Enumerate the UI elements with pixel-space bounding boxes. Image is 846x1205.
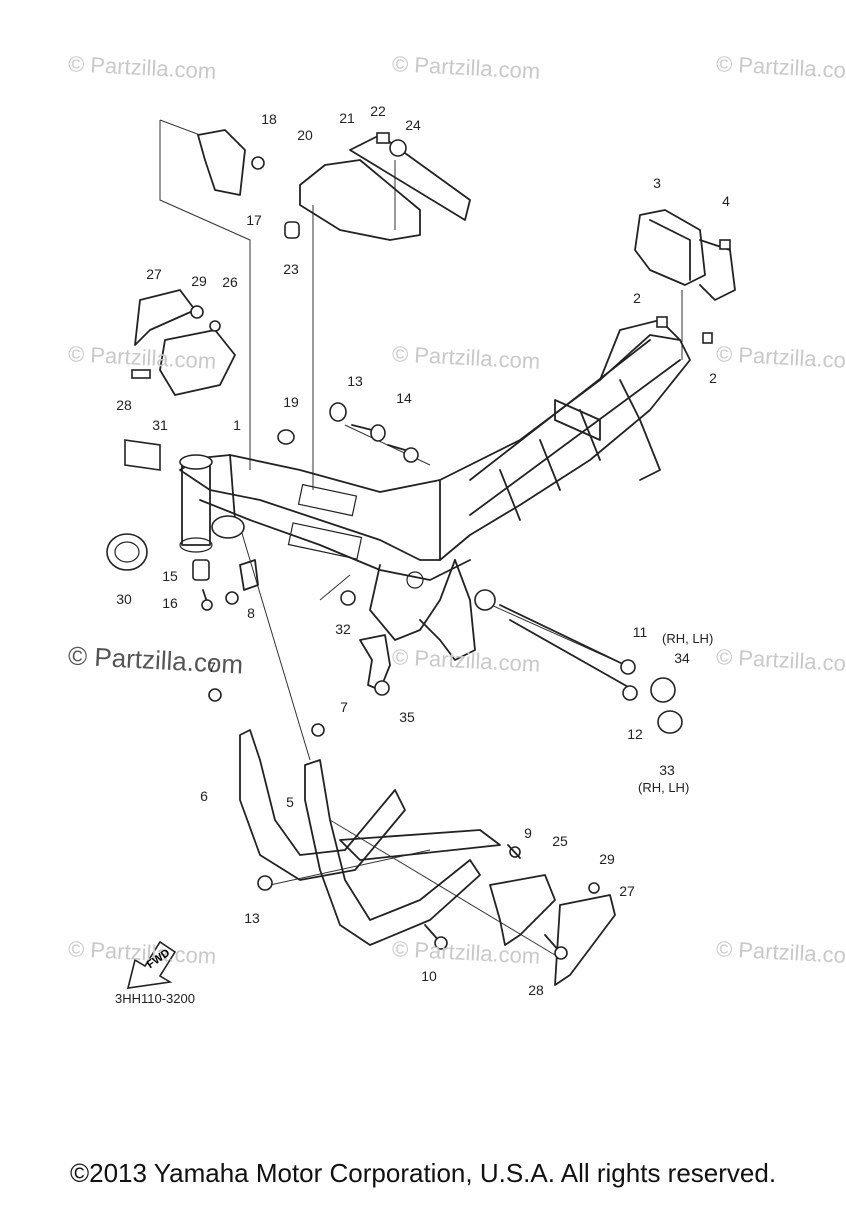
fwd-arrow-icon [126,940,177,989]
callout-number: 29 [599,851,615,867]
callout-number: 23 [283,261,299,277]
callout-number: 16 [162,595,178,611]
upper-cover [284,132,471,241]
callout-number: 9 [524,825,532,841]
callout-number: 7 [208,659,216,675]
callout-number: 31 [152,417,168,433]
callout-number: 19 [283,394,299,410]
rh-lh-note: (RH, LH) [662,631,714,646]
callout-number: 17 [246,212,262,228]
callout-number: 2 [633,290,641,306]
callout-number: 20 [297,127,313,143]
callout-number: 35 [399,709,415,725]
callout-number: 3 [653,175,661,191]
copyright-notice: ©2013 Yamaha Motor Corporation, U.S.A. A… [69,1158,777,1188]
callout-number: 13 [347,373,363,389]
callout-number: 5 [286,794,294,810]
callout-number: 34 [674,650,690,666]
callout-number: 11 [632,624,648,640]
callout-number: 10 [421,968,437,984]
callout-number: 12 [627,726,643,742]
right-footrest-bracket [424,844,616,986]
diagram-code: 3HH110-3200 [115,991,195,1006]
side-caps [650,677,683,734]
callout-number: 4 [722,193,730,209]
rh-lh-note: (RH, LH) [638,780,690,795]
left-footrest-bracket [131,289,236,396]
callout-number: 29 [191,273,207,289]
leader-lines [159,119,683,956]
callout-number: 28 [116,397,132,413]
main-frame [179,319,691,661]
callout-number: 27 [619,883,635,899]
callout-number: 26 [222,274,238,290]
callout-number: 32 [335,621,351,637]
callout-number: 18 [261,111,277,127]
callout-number: 15 [162,568,178,584]
callout-number: 27 [146,266,162,282]
callout-number: 24 [405,117,421,133]
small-parts-left [192,559,356,611]
callout-number: 22 [370,103,386,119]
callout-number: 6 [200,788,208,804]
engine-mount-bracket [359,634,391,696]
upper-left-bracket [197,129,265,196]
frame-caps [106,429,295,571]
callout-number: 8 [247,605,255,621]
callout-number: 21 [339,110,355,126]
callout-number: 7 [340,699,348,715]
rear-bracket [634,209,736,344]
callout-number: 30 [116,591,132,607]
callout-number: 2 [709,370,717,386]
center-bolts [329,402,419,463]
callout-number: 25 [552,833,568,849]
callout-number: 28 [528,982,544,998]
long-bolts [499,604,638,701]
callout-number: 14 [396,390,412,406]
lower-cradle [208,688,501,946]
callout-number: 13 [244,910,260,926]
callout-number: 1 [233,417,241,433]
callout-number: 33 [659,762,675,778]
